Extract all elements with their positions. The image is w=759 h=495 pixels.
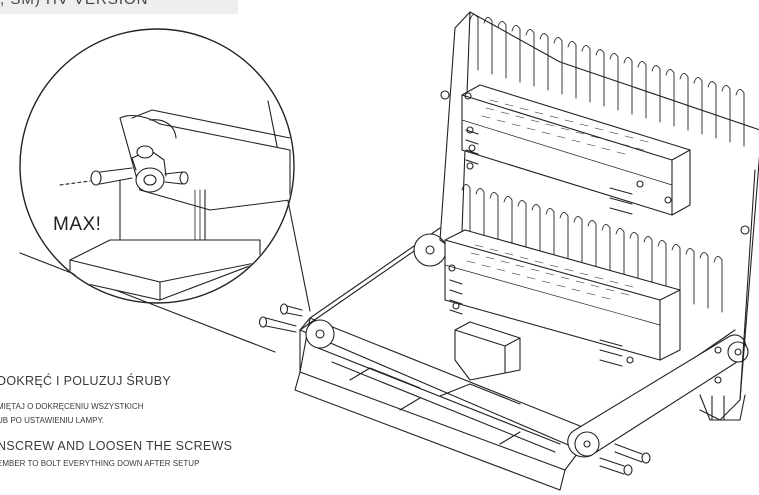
pl-instruction-note-line1: MIĘTAJ O DOKRĘCENIU WSZYSTKICH xyxy=(0,402,144,411)
en-instruction-heading: NSCREW AND LOOSEN THE SCREWS xyxy=(0,439,233,453)
heatsink-fins xyxy=(461,14,745,313)
frame-screws xyxy=(440,90,750,384)
detail-callout xyxy=(19,28,311,353)
lower-led-module xyxy=(444,229,681,381)
version-banner: ), SM) HV VERSION xyxy=(0,0,238,14)
pl-instruction-note-line2: UB PO USTAWIENIU LAMPY. xyxy=(0,416,104,425)
exploded-bolts xyxy=(258,303,651,476)
mounting-bracket xyxy=(294,227,749,491)
version-label: ), SM) HV VERSION xyxy=(0,0,149,8)
upper-led-module xyxy=(461,84,691,216)
pl-instruction-heading: DOKRĘĆ I POLUZUJ ŚRUBY xyxy=(0,374,171,388)
max-label: MAX! xyxy=(53,214,102,235)
en-instruction-note: EMBER TO BOLT EVERYTHING DOWN AFTER SETU… xyxy=(0,459,200,468)
